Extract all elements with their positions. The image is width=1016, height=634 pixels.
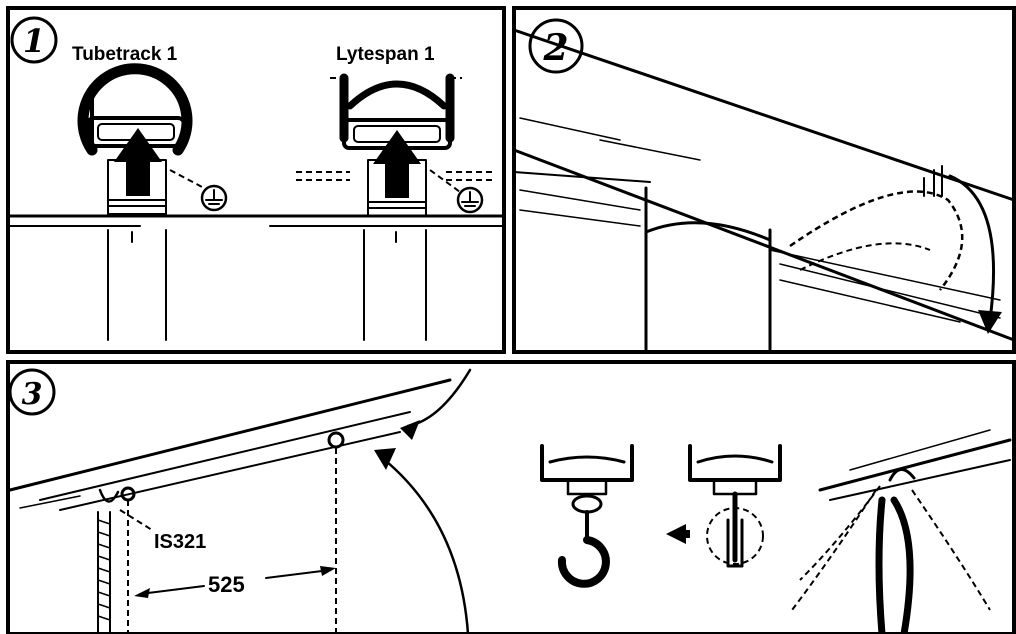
lytespan-label: Lytespan 1 <box>336 44 435 65</box>
panel-3-frame <box>6 360 1016 634</box>
panel-2: 2 <box>512 6 1016 354</box>
step-3-badge <box>8 368 56 416</box>
tubetrack-profile <box>77 63 228 341</box>
tubetrack-label: Tubetrack 1 <box>72 44 178 65</box>
eyelet-hook <box>327 431 345 449</box>
step-2-badge <box>528 18 584 74</box>
track-top-edge <box>512 28 1016 202</box>
ceiling-track <box>8 378 452 492</box>
panel-1-frame <box>6 6 506 354</box>
dimension-label: 525 <box>208 572 245 597</box>
hook-closeup-1 <box>540 444 634 588</box>
step-3-number: 3 <box>22 377 43 412</box>
part-code-label: IS321 <box>154 531 206 553</box>
panel-1: 1 Tubetrack 1 Lytespan 1 <box>6 6 506 354</box>
panel-3: 3 IS321 525 <box>6 360 1016 634</box>
rope-fixture <box>791 429 1012 634</box>
panel-2-frame <box>512 6 1016 354</box>
step-1-number: 1 <box>23 22 45 60</box>
lytespan-profile <box>296 73 494 341</box>
step-1-badge <box>10 16 58 64</box>
hook-closeup-2 <box>666 444 782 568</box>
